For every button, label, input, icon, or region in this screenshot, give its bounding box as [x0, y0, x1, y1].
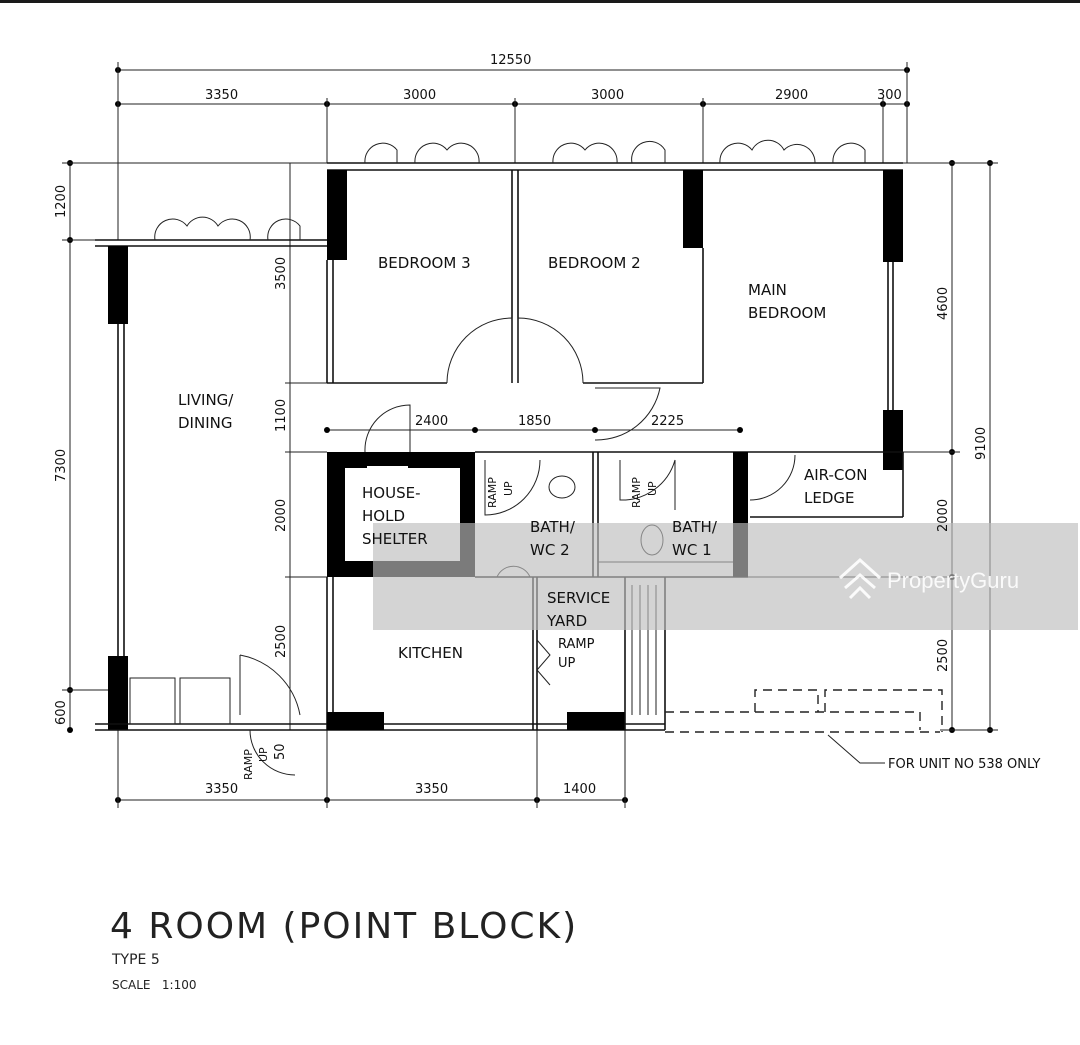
dim-left-inner-1: 3500: [274, 257, 289, 290]
dim-bottom-2: 3350: [415, 782, 448, 797]
room-kitchen: KITCHEN: [398, 644, 463, 662]
dim-left-1: 1200: [54, 185, 69, 218]
room-living-2: DINING: [178, 414, 232, 432]
ramp-kitchen-1: RAMP: [558, 637, 595, 652]
dim-right-3: 2500: [936, 639, 951, 672]
room-shelter-2: HOLD: [362, 507, 405, 525]
dim-mid-1: 2400: [415, 414, 448, 429]
dim-top-3: 3000: [591, 88, 624, 103]
room-shelter-1: HOUSE-: [362, 484, 420, 502]
plan-title: 4 ROOM (POINT BLOCK): [110, 906, 578, 947]
dim-top-1: 3350: [205, 88, 238, 103]
dim-bottom-3: 1400: [563, 782, 596, 797]
dim-ramp: 50: [273, 743, 288, 760]
room-main-bedroom-1: MAIN: [748, 281, 787, 299]
watermark-brand: PropertyGuru: [887, 568, 1019, 593]
room-aircon-2: LEDGE: [804, 489, 855, 507]
room-living-1: LIVING/: [178, 391, 234, 409]
dim-right-1: 4600: [936, 287, 951, 320]
ramp-bath2-2: UP: [502, 481, 515, 496]
dimension-lines: [62, 62, 998, 808]
room-service-2: YARD: [546, 612, 587, 630]
plan-type: TYPE 5: [111, 952, 160, 968]
dim-left-inner-3: 2000: [274, 499, 289, 532]
room-bedroom-3: BEDROOM 3: [378, 254, 471, 272]
dim-overall: 12550: [490, 53, 531, 68]
dim-right-2: 2000: [936, 499, 951, 532]
room-aircon-1: AIR-CON: [804, 466, 867, 484]
dim-mid-2: 1850: [518, 414, 551, 429]
room-main-bedroom-2: BEDROOM: [748, 304, 826, 322]
dim-right-outer: 9100: [974, 427, 989, 460]
dim-top-2: 3000: [403, 88, 436, 103]
room-bedroom-2: BEDROOM 2: [548, 254, 641, 272]
room-shelter-3: SHELTER: [362, 530, 428, 548]
propertyguru-logo-icon: [838, 557, 882, 600]
ramp-bath1-1: RAMP: [630, 477, 643, 508]
top-bar: [0, 0, 1080, 3]
room-service-1: SERVICE: [547, 589, 610, 607]
dim-left-inner-4: 2500: [274, 625, 289, 658]
ramp-entry-2: UP: [257, 747, 270, 762]
room-bath1-2: WC 1: [672, 541, 712, 559]
dim-top-5: 300: [877, 88, 902, 103]
walls: [95, 139, 943, 776]
room-bath2-1: BATH/: [530, 518, 576, 536]
room-bath2-2: WC 2: [530, 541, 570, 559]
dim-left-3: 600: [54, 700, 69, 725]
dim-bottom-1: 3350: [205, 782, 238, 797]
plan-scale: SCALE 1:100: [112, 978, 197, 992]
ramp-entry-1: RAMP: [242, 749, 255, 780]
room-bath1-1: BATH/: [672, 518, 718, 536]
unit-538-note: FOR UNIT NO 538 ONLY: [888, 757, 1041, 772]
ramp-kitchen-2: UP: [558, 656, 576, 671]
room-labels: BEDROOM 3 BEDROOM 2 MAIN BEDROOM LIVING/…: [178, 254, 1041, 780]
dim-left-inner-2: 1100: [274, 399, 289, 432]
dim-left-2: 7300: [54, 449, 69, 482]
ramp-bath1-2: UP: [646, 481, 659, 496]
dim-mid-3: 2225: [651, 414, 684, 429]
ramp-bath2-1: RAMP: [486, 477, 499, 508]
dim-top-4: 2900: [775, 88, 808, 103]
dimension-labels: 12550 3350 3000 3000 2900 300 1200 7300 …: [54, 53, 989, 797]
watermark-overlay: [373, 523, 1078, 630]
